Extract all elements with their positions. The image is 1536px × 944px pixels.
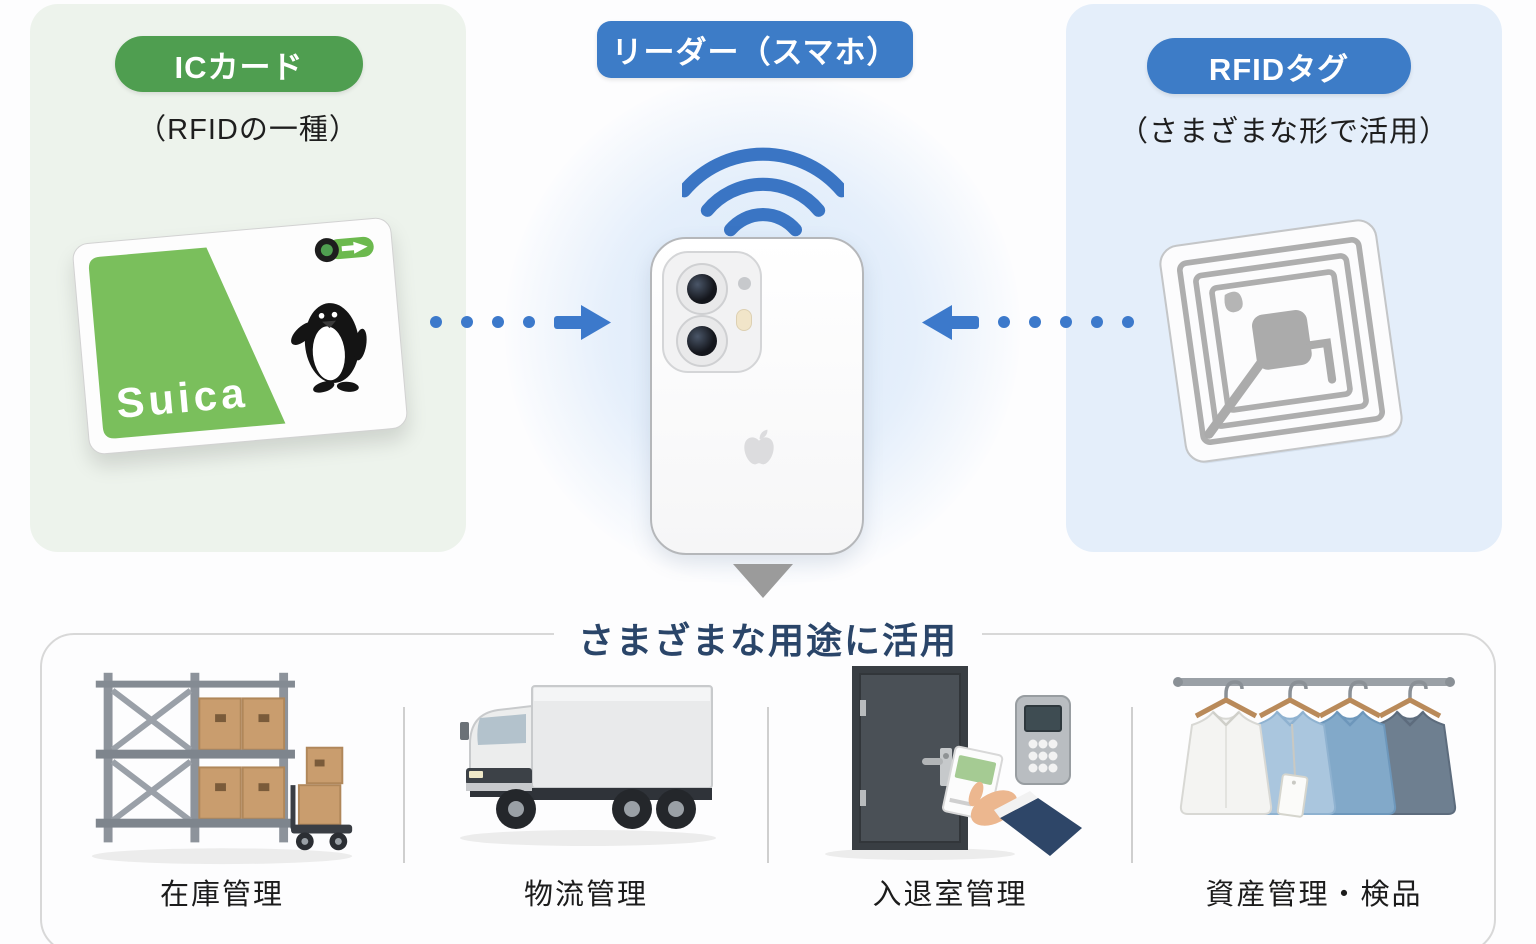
truck-illustration [460, 685, 716, 846]
use-label: 在庫管理 [159, 879, 284, 911]
use-label: 資産管理・検品 [1205, 879, 1423, 911]
dotted-arrow-left-icon [921, 303, 1134, 341]
use-label: 物流管理 [523, 879, 648, 911]
flash-icon [738, 277, 751, 290]
camera-lens-icon [676, 263, 728, 315]
ic-card-illustration: Suica [71, 216, 409, 456]
uses-grid: 在庫管理 物流管理 [40, 635, 1496, 941]
reader-badge: リーダー（スマホ） [597, 21, 913, 78]
ic-card-note: （RFIDの一種） [137, 114, 359, 146]
card-green-shape [88, 247, 286, 439]
card-logo-icon [314, 236, 374, 263]
camera-module [662, 251, 762, 373]
rfid-tag-illustration [1159, 219, 1403, 464]
use-cell-inventory: 在庫管理 [40, 635, 404, 941]
penguin-mascot-icon [291, 303, 367, 393]
use-label: 入退室管理 [872, 879, 1028, 911]
ic-card-badge: ICカード [115, 36, 363, 92]
use-cell-assets: 資産管理・検品 [1131, 635, 1496, 941]
flash-led-icon [736, 309, 752, 331]
camera-lens-icon [676, 315, 728, 367]
uses-heading: さまざまな用途に活用 [553, 612, 983, 664]
dotted-arrow-right-icon [430, 303, 612, 341]
rfid-tag-badge: RFIDタグ [1147, 38, 1411, 94]
use-cell-logistics: 物流管理 [403, 635, 768, 941]
warehouse-shelf-illustration [91, 672, 353, 865]
rfid-tag-note: （さまざまな形で活用） [1118, 116, 1449, 148]
clothes-rack-illustration [1173, 677, 1457, 818]
smartphone-reader [650, 237, 864, 555]
door-access-illustration [825, 666, 1082, 860]
wifi-signal-icon [682, 147, 844, 237]
apple-logo-icon [744, 429, 774, 465]
use-cell-access: 入退室管理 [767, 635, 1132, 941]
down-triangle-icon [733, 564, 793, 598]
